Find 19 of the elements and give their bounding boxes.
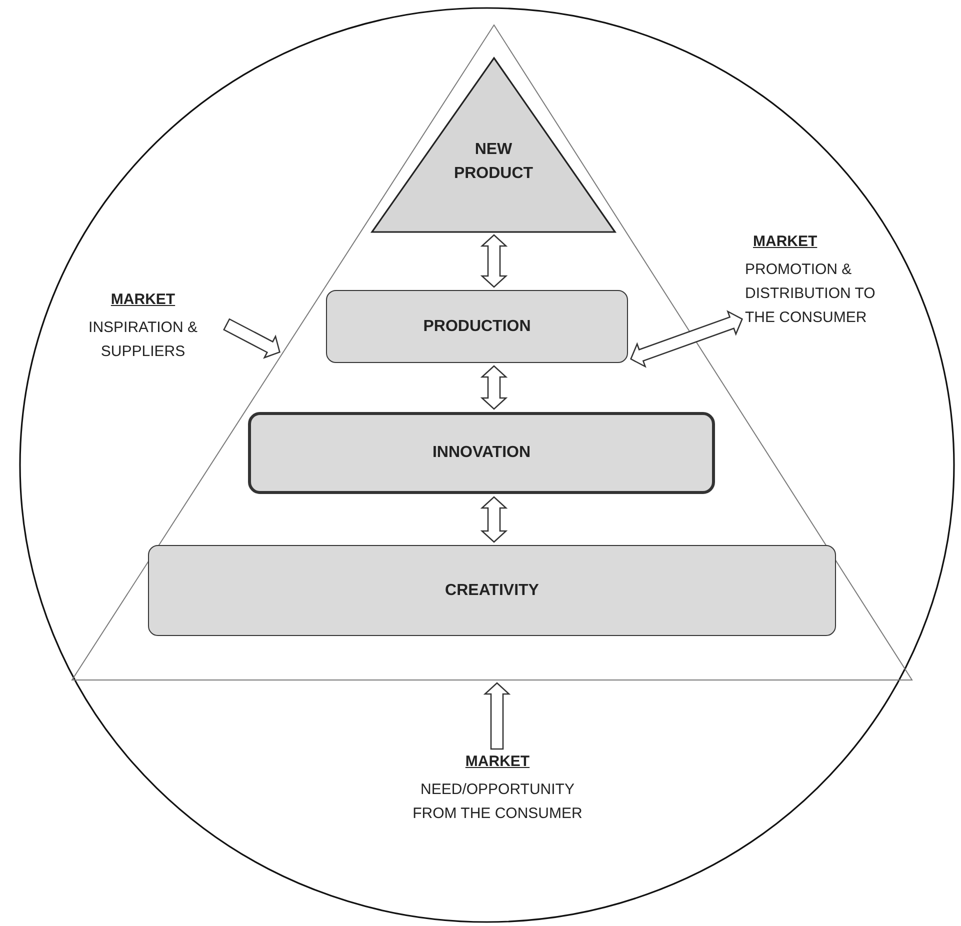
block-arrow xyxy=(223,318,280,359)
stage-box xyxy=(326,290,628,363)
block-arrow xyxy=(480,234,508,288)
stage-label: NEW PRODUCT xyxy=(452,140,534,184)
stage-label: CREATIVITY xyxy=(445,580,539,600)
stage-box xyxy=(248,412,715,494)
block-arrow xyxy=(480,496,508,543)
stage-label: PRODUCTION xyxy=(423,316,531,336)
market-heading: MARKET xyxy=(753,232,818,252)
market-heading: MARKET xyxy=(110,290,176,310)
block-arrow xyxy=(630,310,743,368)
market-heading: MARKET xyxy=(465,752,530,772)
block-arrow xyxy=(480,365,508,410)
block-arrow xyxy=(483,682,511,750)
stage-box xyxy=(148,545,836,636)
stage-label: INNOVATION xyxy=(432,443,531,463)
market-description: PROMOTION & DISTRIBUTION TO THE CONSUMER xyxy=(745,260,876,328)
market-description: INSPIRATION & SUPPLIERS xyxy=(88,318,198,362)
market-description: NEED/OPPORTUNITY FROM THE CONSUMER xyxy=(412,780,584,824)
